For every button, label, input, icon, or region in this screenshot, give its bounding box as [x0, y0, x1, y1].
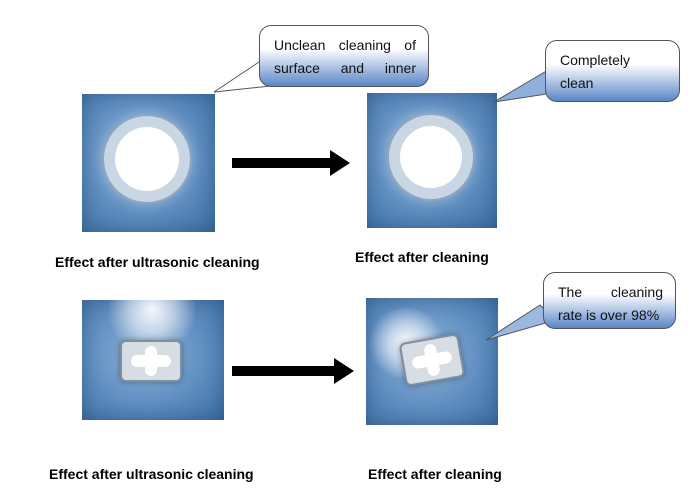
ring-part [400, 126, 462, 188]
ring-part [115, 127, 179, 191]
callout-clean: Completely clean [545, 40, 680, 102]
plate-part [398, 333, 466, 387]
photo-plate-after [366, 298, 498, 425]
caption-top-right: Effect after cleaning [355, 249, 489, 265]
callout-text: Completely clean [560, 52, 631, 91]
callout-rate: The cleaning rate is over 98% [543, 272, 676, 329]
caption-top-left: Effect after ultrasonic cleaning [55, 254, 260, 270]
plate-cutout [145, 346, 157, 376]
plate-part [120, 340, 182, 382]
callout-unclean: Unclean cleaning of surface and inner ho… [259, 25, 429, 87]
caption-bottom-left: Effect after ultrasonic cleaning [49, 466, 254, 482]
caption-bottom-right: Effect after cleaning [368, 466, 502, 482]
arrow-right-icon [232, 150, 350, 176]
photo-ring-before [82, 94, 215, 232]
photo-ring-after [367, 93, 497, 228]
plate-cutout [423, 343, 441, 377]
arrow-right-icon [232, 358, 354, 384]
callout-text: The cleaning rate is over 98% [558, 284, 663, 323]
photo-plate-before [82, 300, 224, 420]
callout-text: Unclean cleaning of surface and inner ho… [274, 37, 416, 86]
